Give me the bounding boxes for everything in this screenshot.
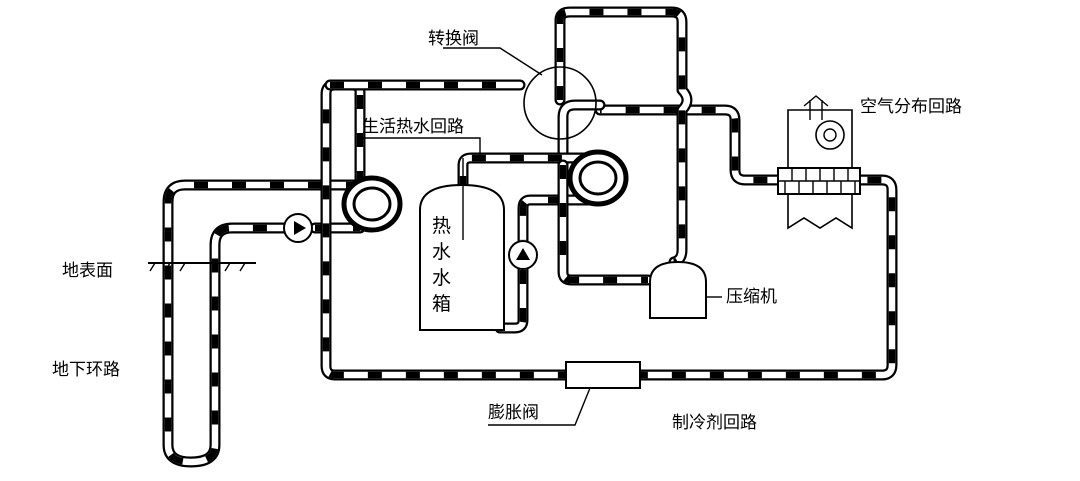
tank-label-char: 热 <box>432 215 451 237</box>
valve-upper-loop-pipe <box>554 6 693 268</box>
ground-surface-line <box>148 262 256 272</box>
refrigerant-loop-label: 制冷剂回路 <box>672 413 757 433</box>
expansion-valve-label: 膨胀阀 <box>488 403 539 423</box>
tank-label-char: 箱 <box>432 293 451 315</box>
refrigerant-loop-pipe <box>320 79 898 381</box>
tank-label-char: 水 <box>432 241 451 263</box>
pipe-network <box>162 6 898 468</box>
hot-water-loop-pipe <box>457 152 654 334</box>
underground-loop-label: 地下环路 <box>52 360 120 380</box>
tank-label-char: 水 <box>432 267 451 289</box>
ground-heat-exchanger <box>341 175 403 233</box>
expansion-valve <box>565 361 641 389</box>
leader-lines <box>362 47 722 426</box>
hot-water-pump <box>508 240 538 270</box>
ground-surface-label: 地表面 <box>62 261 113 281</box>
reversing-valve-label: 转换阀 <box>428 29 479 49</box>
hot-water-loop-label: 生活热水回路 <box>362 117 464 137</box>
hot-water-tank-label: 热 水 水 箱 <box>432 215 451 315</box>
water-heat-exchanger <box>567 149 629 207</box>
compressor-label: 压缩机 <box>726 287 777 307</box>
compressor <box>649 260 707 319</box>
reversing-valve <box>523 66 597 140</box>
air-handler <box>777 95 861 230</box>
air-distribution-loop-label: 空气分布回路 <box>860 97 962 117</box>
hot-water-tank <box>419 158 505 331</box>
ground-loop-pump <box>283 213 313 243</box>
